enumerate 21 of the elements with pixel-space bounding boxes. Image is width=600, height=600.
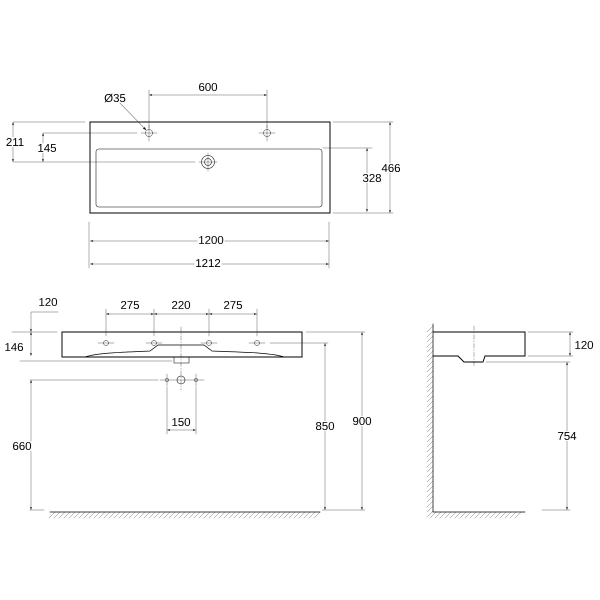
dimension-label: 120 <box>38 297 58 307</box>
dimension-label: 220 <box>170 300 192 310</box>
dimension-label: 466 <box>380 163 402 173</box>
dimension-label: 850 <box>314 421 336 431</box>
tap-hole <box>145 129 153 137</box>
dimension-label: Ø35 <box>104 94 126 102</box>
dimension-label: 150 <box>170 417 192 427</box>
dimension-label: 275 <box>222 300 244 310</box>
dimension-label: 146 <box>4 342 24 352</box>
dimension-label: 211 <box>5 137 25 147</box>
dimension-label: 328 <box>362 173 382 183</box>
leader-line <box>120 103 146 130</box>
dimension-label: 1212 <box>194 258 222 268</box>
dimension-label: 660 <box>12 441 32 451</box>
dimension-label: 1200 <box>197 235 225 245</box>
dimension-label: 600 <box>198 82 218 92</box>
dimension-label: 145 <box>36 143 58 153</box>
dimension-label: 900 <box>352 416 372 426</box>
dimension-label: 275 <box>120 300 140 310</box>
dimension-label: 120 <box>574 340 594 350</box>
dimension-label: 754 <box>556 431 578 441</box>
